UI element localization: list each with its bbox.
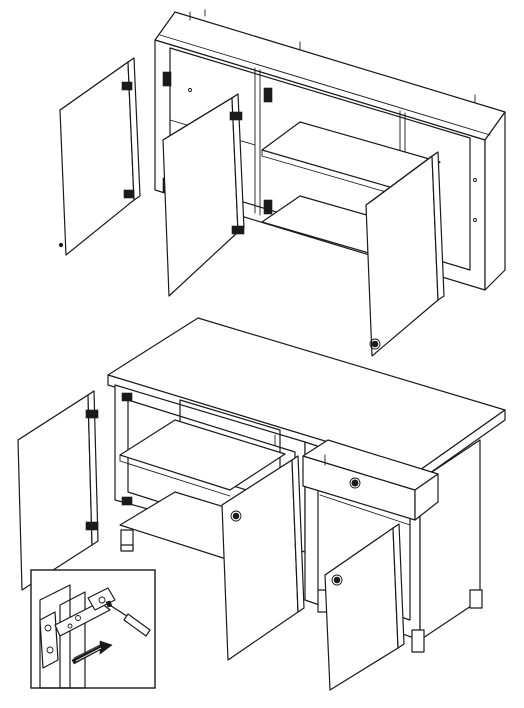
knob-icon <box>232 512 240 520</box>
desk-carcass-hinges <box>121 392 133 506</box>
sideboard-right-door <box>365 151 445 357</box>
desk-middle-door <box>221 455 305 661</box>
sideboard-middle-door <box>162 93 245 297</box>
knob-icon <box>371 340 379 348</box>
screwdriver-icon <box>105 600 151 637</box>
desk-leg <box>411 629 425 653</box>
hinge-icon <box>229 111 243 121</box>
sideboard-assembly <box>58 9 506 357</box>
hinge-icon <box>263 87 273 103</box>
desk-leg <box>469 589 483 609</box>
hinge-adjustment-detail <box>30 569 156 689</box>
knob-icon <box>333 576 341 584</box>
hinge-icon <box>231 225 245 235</box>
hinge-icon <box>85 521 99 531</box>
desk-drawer <box>302 439 439 521</box>
hinge-icon <box>121 81 133 91</box>
desk-assembly <box>17 317 506 691</box>
hinge-icon <box>162 71 172 87</box>
desk-left-door <box>17 390 99 591</box>
hinge-icon <box>39 587 116 669</box>
sideboard-left-door <box>58 57 141 256</box>
knob-icon <box>58 242 64 248</box>
hinge-icon <box>121 392 133 402</box>
desk-right-door <box>324 523 405 691</box>
hinge-icon <box>123 189 135 199</box>
hinge-icon <box>85 409 99 419</box>
hinge-icon <box>121 496 133 506</box>
direction-arrow-icon <box>71 640 113 665</box>
knob-icon <box>351 479 359 487</box>
hinge-icon <box>263 199 273 215</box>
